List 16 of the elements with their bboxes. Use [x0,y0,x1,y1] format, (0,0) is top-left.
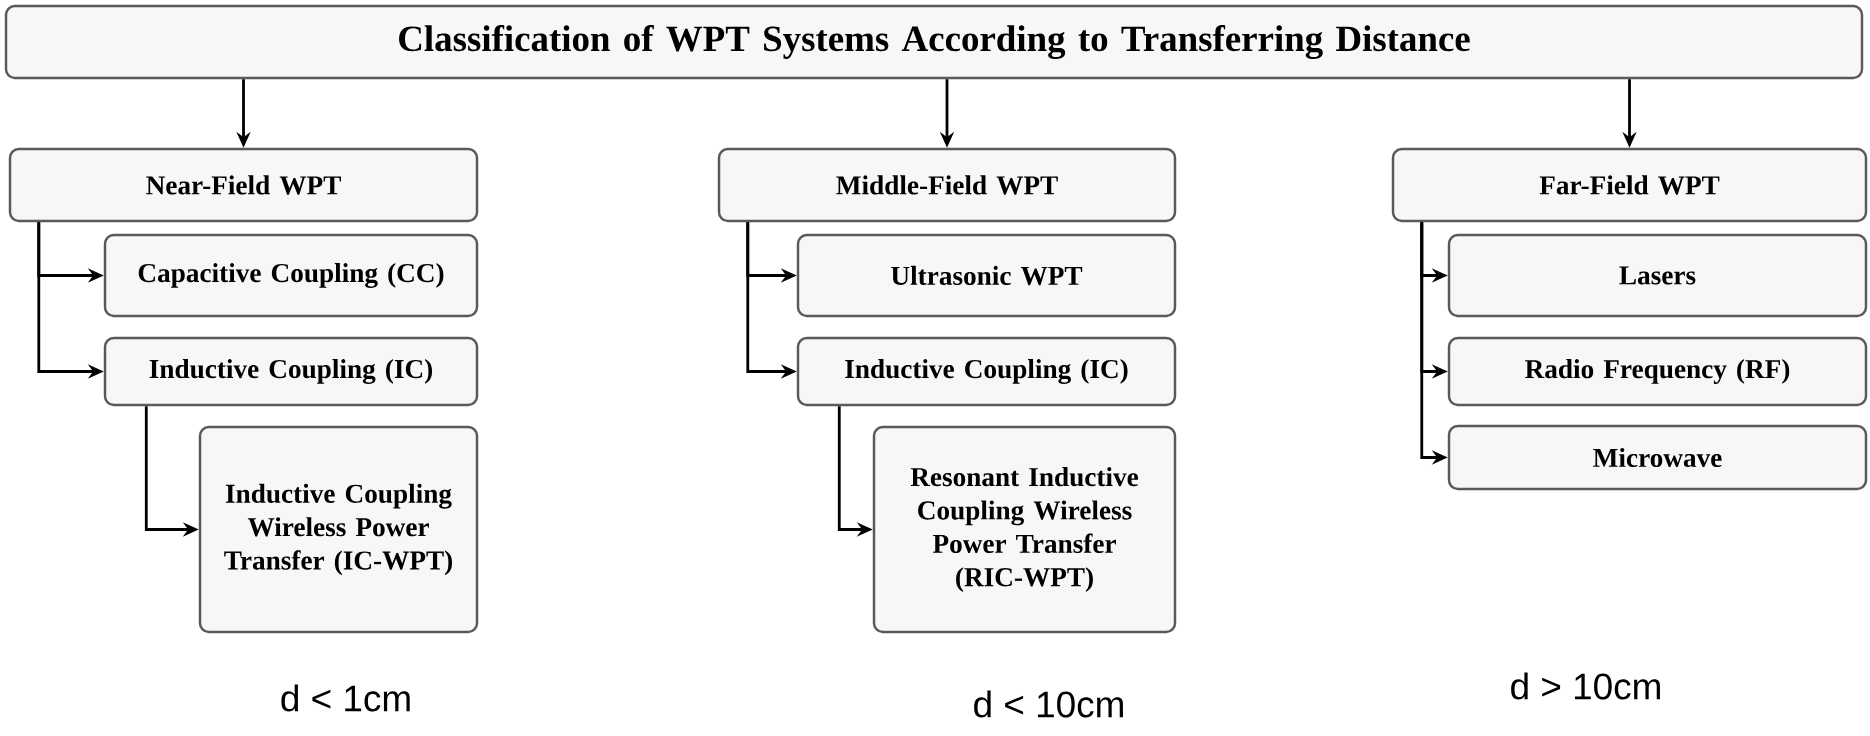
distance-label: d < 1cm [281,684,410,712]
distance-label: d < 10cm [974,690,1123,718]
category-box: Capacitive Coupling (CC) [103,233,479,318]
category-box: Ultrasonic WPT [796,233,1177,318]
category-box: Resonant Inductive Coupling Wireless Power Transfer (RIC-WPT) [872,425,1177,634]
title-box: Classification of WPT Systems According to Transferring Distance [4,4,1864,80]
category-box: Lasers [1447,233,1868,318]
category-box: Middle-Field WPT [717,147,1177,223]
category-box: Near-Field WPT [8,147,479,223]
category-box: Microwave [1447,424,1868,491]
category-box: Far-Field WPT [1391,147,1868,223]
category-box: Radio Frequency (RF) [1447,336,1868,407]
distance-label: d > 10cm [1511,672,1660,700]
category-box: Inductive Coupling (IC) [103,336,479,407]
category-box: Inductive Coupling Wireless Power Transfer (IC-WPT) [198,425,479,634]
category-box: Inductive Coupling (IC) [796,336,1177,407]
